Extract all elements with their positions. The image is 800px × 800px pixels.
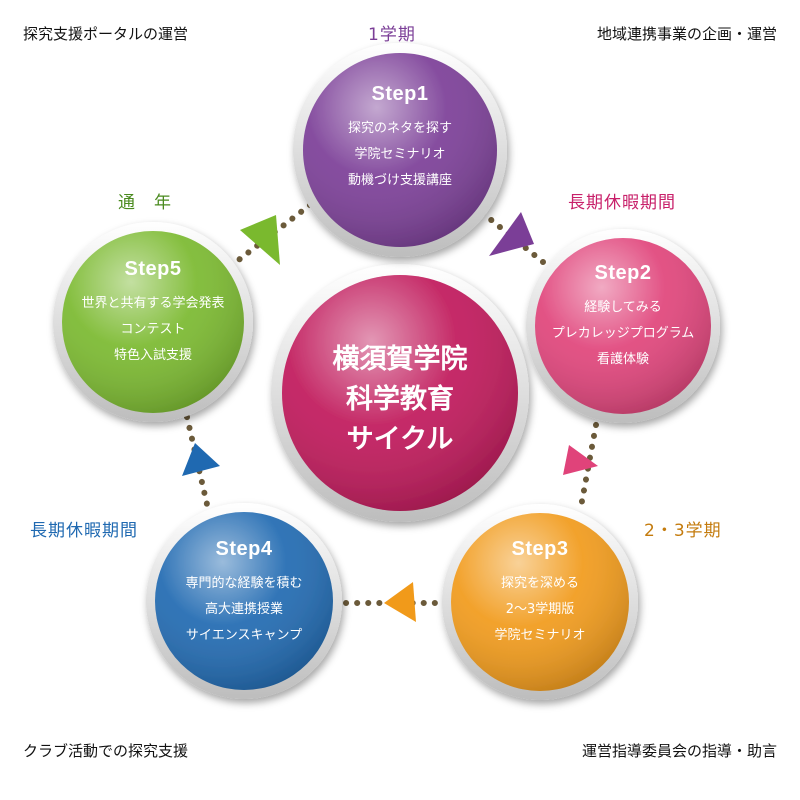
step2-item: 経験してみる	[584, 300, 662, 315]
step3-title: Step3	[511, 538, 569, 560]
step3-circle	[442, 504, 638, 700]
center-title-line: サイクル	[346, 424, 454, 455]
step1-item: 動機づけ支援講座	[347, 173, 452, 188]
phase-label-step5: 通 年	[118, 193, 172, 213]
phase-label-step3: 2・3学期	[644, 521, 722, 541]
phase-label-step1: 1学期	[368, 25, 416, 45]
center-circle	[271, 264, 529, 522]
step5-content: Step5 世界と共有する学会発表 コンテスト 特色入試支援	[66, 258, 240, 369]
center-title-line: 横須賀学院	[332, 344, 468, 375]
arrow-step2-to-step3-icon	[563, 445, 598, 475]
center-title-line: 科学教育	[346, 384, 454, 415]
step2-item: 看護体験	[596, 352, 649, 367]
corner-note-bottom-left: クラブ活動での探究支援	[23, 742, 189, 760]
arrow-step5-to-step1-icon	[240, 215, 280, 265]
step2-circle	[526, 229, 720, 423]
step1-item: 学院セミナリオ	[354, 147, 446, 162]
step5-title: Step5	[124, 258, 182, 280]
center-title: 横須賀学院 科学教育 サイクル	[285, 340, 515, 460]
step5-item: 世界と共有する学会発表	[81, 296, 225, 311]
step3-item: 探究を深める	[500, 576, 579, 591]
step1-title: Step1	[371, 83, 429, 105]
corner-note-top-left: 探究支援ポータルの運営	[23, 25, 189, 43]
step4-item: 高大連携授業	[204, 602, 283, 617]
step5-item: コンテスト	[120, 322, 186, 337]
step4-item: 専門的な経験を積む	[185, 576, 303, 591]
step4-content: Step4 専門的な経験を積む 高大連携授業 サイエンスキャンプ	[159, 538, 329, 649]
step1-circle	[293, 43, 507, 257]
step4-title: Step4	[215, 538, 273, 560]
arrow-step1-to-step2-icon	[489, 212, 534, 256]
step3-item: 2～3学期版	[505, 602, 575, 617]
step5-circle	[53, 222, 253, 422]
corner-note-top-right: 地域連携事業の企画・運営	[596, 25, 777, 43]
arrow-step4-to-step5-icon	[182, 443, 220, 476]
corner-note-bottom-right: 運営指導委員会の指導・助言	[581, 742, 777, 760]
step3-item: 学院セミナリオ	[494, 628, 586, 643]
step3-content: Step3 探究を深める 2～3学期版 学院セミナリオ	[455, 538, 625, 649]
step1-item: 探究のネタを探す	[347, 121, 452, 136]
phase-label-step4: 長期休暇期間	[30, 521, 138, 541]
step5-item: 特色入試支援	[113, 348, 192, 363]
phase-label-step2: 長期休暇期間	[568, 193, 676, 213]
step2-content: Step2 経験してみる プレカレッジプログラム 看護体験	[538, 262, 708, 373]
step2-title: Step2	[594, 262, 652, 284]
step4-circle	[146, 503, 342, 699]
step2-item: プレカレッジプログラム	[551, 326, 695, 341]
step4-item: サイエンスキャンプ	[185, 628, 303, 643]
arrow-step3-to-step4-icon	[384, 582, 416, 622]
step1-content: Step1 探究のネタを探す 学院セミナリオ 動機づけ支援講座	[306, 83, 494, 194]
